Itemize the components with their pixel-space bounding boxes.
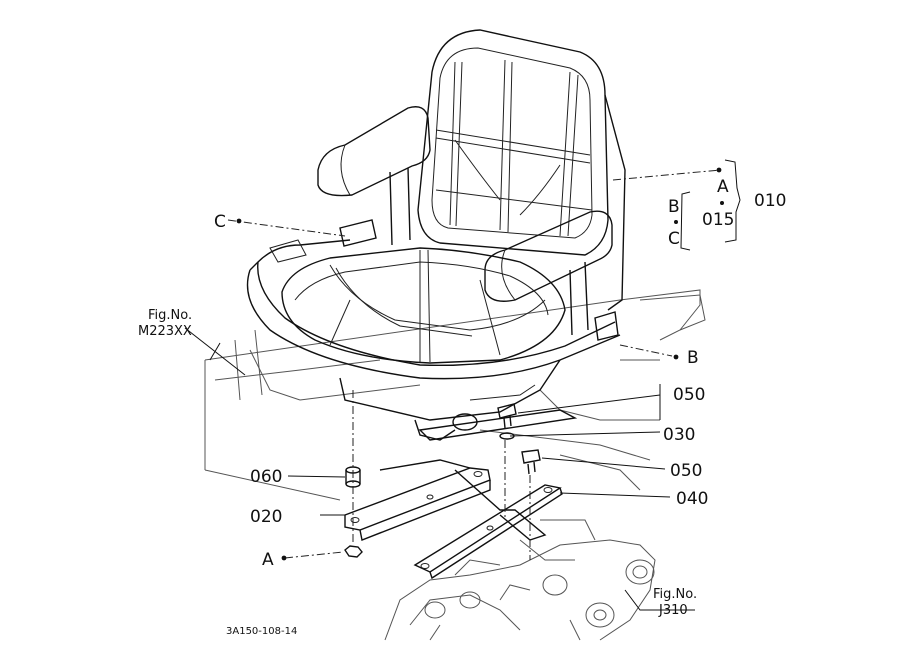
machine-frame-background <box>204 289 706 501</box>
transmission-background <box>384 519 656 641</box>
callout-060: 060 <box>250 467 282 487</box>
nut-bottom <box>344 545 363 558</box>
callout-040: 040 <box>676 489 708 509</box>
plate-030 <box>418 409 578 541</box>
center-lines <box>227 169 721 560</box>
fig-ref-left-line2: M223XX <box>138 324 192 339</box>
callout-010: 010 <box>754 191 786 211</box>
ref-b-top: B <box>668 197 680 217</box>
ref-c-top: C <box>668 229 680 249</box>
callout-030: 030 <box>663 425 695 445</box>
right-armrest <box>484 210 613 302</box>
fig-ref-right-line1: Fig.No. <box>653 587 697 602</box>
callout-brackets <box>680 159 741 251</box>
backrest <box>417 29 609 256</box>
bracket-020 <box>344 459 491 541</box>
leader-lines <box>184 327 695 611</box>
callout-050-upper: 050 <box>673 385 705 405</box>
callout-050-lower: 050 <box>670 461 702 481</box>
seat-cushion <box>281 247 566 364</box>
fig-ref-left-line1: Fig.No. <box>148 308 192 323</box>
left-armrest <box>317 106 431 197</box>
seat-assembly <box>246 29 626 441</box>
bolt-050-upper <box>497 403 517 440</box>
labels: A 015 010 B C C B Fig.No. M223XX 050 030… <box>138 177 786 637</box>
drawing-code: 3A150-108-14 <box>226 626 297 637</box>
plate-040 <box>413 484 563 580</box>
seat-frame <box>246 269 621 380</box>
callout-015: 015 <box>702 210 734 230</box>
ref-b-right: B <box>687 348 699 368</box>
fig-ref-right-line2: J310 <box>658 603 688 618</box>
callout-020: 020 <box>250 507 282 527</box>
bolt-050-lower <box>521 449 541 475</box>
ref-a-top: A <box>717 177 729 197</box>
ref-a-bottom: A <box>262 550 274 570</box>
ref-c-left: C <box>214 212 226 232</box>
reference-dots <box>236 167 724 561</box>
